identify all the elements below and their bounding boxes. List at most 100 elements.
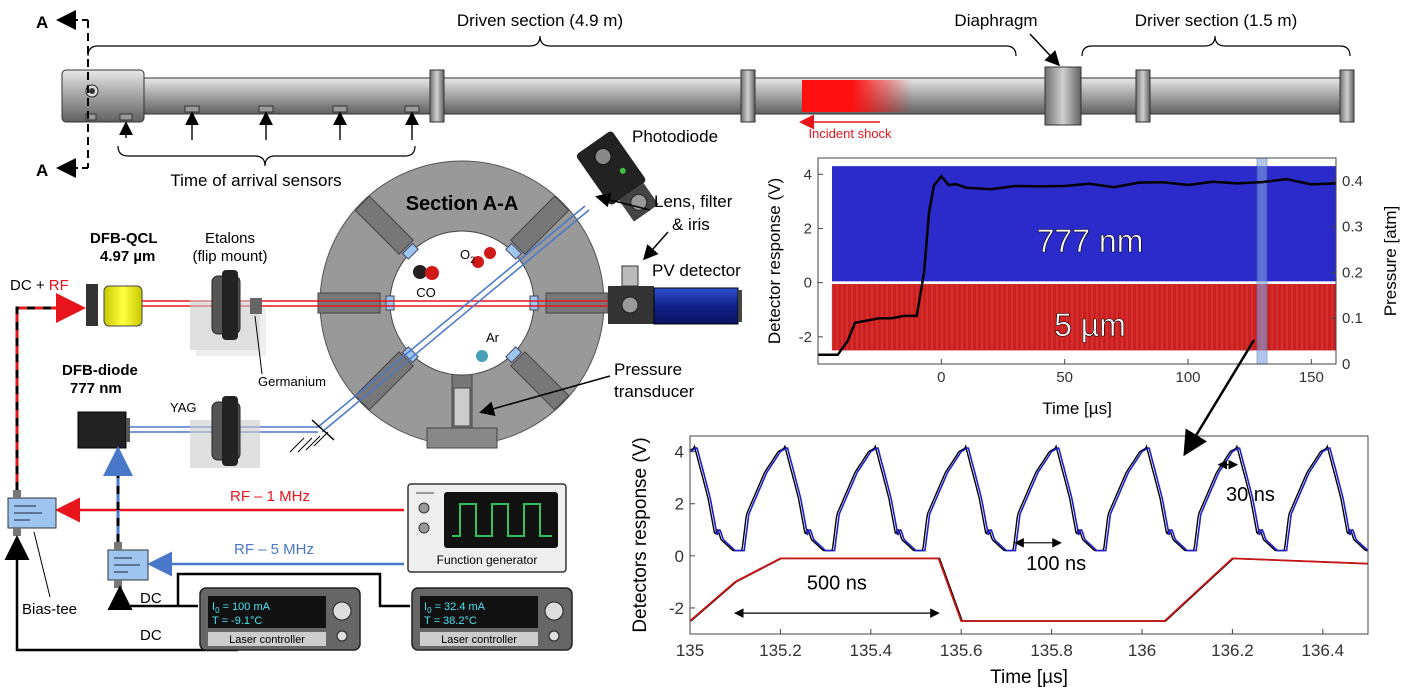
etalons-label-1: Etalons bbox=[205, 230, 255, 247]
controller2-i-val: = 32.4 mA bbox=[432, 601, 486, 613]
dc2-label: DC bbox=[140, 627, 162, 644]
diaphragm-label: Diaphragm bbox=[954, 11, 1037, 30]
blue-trace bbox=[690, 447, 1368, 552]
section-marker-top: A bbox=[36, 13, 48, 32]
species-co: CO bbox=[416, 285, 436, 300]
etalons-label-2: (flip mount) bbox=[192, 248, 267, 265]
controller1-i-val: = 100 mA bbox=[220, 601, 271, 613]
y2-tick-label: 0 bbox=[1342, 356, 1350, 373]
x-tick-label: 136 bbox=[1128, 641, 1156, 660]
y-tick-label: 2 bbox=[675, 495, 684, 514]
bias-tee-label: Bias-tee bbox=[22, 601, 77, 618]
pressure-transducer-label-2: transducer bbox=[614, 382, 695, 401]
x-axis-label: Time [µs] bbox=[990, 667, 1068, 688]
shock-tube bbox=[61, 66, 1355, 126]
dfb-diode-laser bbox=[77, 411, 127, 449]
incident-shock-label: Incident shock bbox=[808, 126, 892, 141]
laser-controller-2 bbox=[411, 587, 573, 651]
driven-section-bracket bbox=[87, 35, 1017, 57]
species-ar: Ar bbox=[486, 330, 500, 345]
x-tick-label: 50 bbox=[1056, 369, 1073, 386]
x-tick-label: 135.8 bbox=[1030, 641, 1073, 660]
y-axis-label: Detectors response (V) bbox=[630, 437, 651, 632]
controller1-i-sub: 0 bbox=[215, 606, 220, 615]
germanium-label: Germanium bbox=[258, 374, 326, 389]
y2-tick-label: 0.4 bbox=[1342, 173, 1363, 190]
annotation-100ns: 100 ns bbox=[1026, 553, 1086, 575]
blue-trace-shadow bbox=[690, 444, 1368, 552]
annotation-30ns: 30 ns bbox=[1226, 484, 1275, 506]
y-axis-label: Detector response (V) bbox=[765, 178, 784, 344]
section-a-a bbox=[317, 160, 609, 449]
svg-text:DC + RF: DC + RF bbox=[10, 277, 69, 294]
dc1-label: DC bbox=[140, 590, 162, 607]
x-tick-label: 135.6 bbox=[940, 641, 983, 660]
y-tick-label: -2 bbox=[669, 599, 684, 618]
chart-zoom-plot-area bbox=[690, 444, 1368, 622]
qcl-wavelength: 4.97 µm bbox=[100, 248, 155, 265]
controller1-name: Laser controller bbox=[229, 634, 305, 646]
controller2-i: I bbox=[424, 601, 427, 613]
rf1-label: RF – 1 MHz bbox=[230, 488, 310, 505]
y2-tick-label: 0.3 bbox=[1342, 219, 1363, 236]
y-tick-label: 0 bbox=[675, 547, 684, 566]
zoom-highlight bbox=[1256, 157, 1268, 365]
qcl-mount bbox=[86, 284, 98, 326]
rf5-label: RF – 5 MHz bbox=[234, 541, 314, 558]
chart-zoom: 135 135.2 135.4 135.6 135.8 136 136.2 136.4 -2 0 2… bbox=[630, 435, 1369, 688]
annotation-500ns: 500 ns bbox=[807, 573, 867, 595]
y2-tick-label: 0.1 bbox=[1342, 310, 1363, 327]
species-o2: O bbox=[460, 247, 470, 262]
diode-name: DFB-diode bbox=[62, 362, 138, 379]
pv-detector bbox=[608, 265, 742, 325]
y-tick-label: 4 bbox=[804, 166, 812, 183]
chart-overview-frame bbox=[817, 157, 1337, 365]
x-tick-label: 100 bbox=[1175, 369, 1200, 386]
x-tick-label: 136.4 bbox=[1302, 641, 1345, 660]
etalon-mount-top bbox=[190, 270, 266, 356]
controller1-t: T = -9.1°C bbox=[212, 615, 262, 627]
pressure-transducer-label-1: Pressure bbox=[614, 360, 682, 379]
yag-label: YAG bbox=[170, 400, 197, 415]
function-generator-label: Function generator bbox=[437, 553, 538, 567]
section-title: Section A-A bbox=[406, 193, 519, 215]
controller2-t: T = 38.2°C bbox=[424, 615, 477, 627]
svg-text:O2: O2 bbox=[460, 247, 475, 265]
y2-tick-label: 0.2 bbox=[1342, 264, 1363, 281]
pv-detector-label: PV detector bbox=[652, 261, 741, 280]
y-tick-label: 0 bbox=[804, 275, 812, 292]
driven-section-label: Driven section (4.9 m) bbox=[457, 11, 623, 30]
band-label-5um: 5 µm bbox=[1054, 307, 1126, 343]
diode-wavelength: 777 nm bbox=[70, 380, 122, 397]
dc-rf-rf: RF bbox=[49, 277, 69, 294]
driver-section-label: Driver section (1.5 m) bbox=[1135, 11, 1297, 30]
x-tick-label: 135.4 bbox=[850, 641, 893, 660]
chart-zoom-frame bbox=[689, 435, 1369, 635]
controller2-name: Laser controller bbox=[441, 634, 517, 646]
toa-sensor-arrows bbox=[119, 111, 419, 140]
toa-label: Time of arrival sensors bbox=[170, 171, 341, 190]
pressure-trace bbox=[818, 174, 1337, 357]
photodiode-label: Photodiode bbox=[632, 127, 718, 146]
lens-label-2: & iris bbox=[672, 215, 710, 234]
x-tick-label: 135.2 bbox=[759, 641, 802, 660]
section-marker-bottom: A bbox=[36, 161, 48, 180]
bias-tee-qcl bbox=[7, 490, 57, 536]
dc-rf-dc: DC + bbox=[10, 277, 49, 294]
qcl-name: DFB-QCL bbox=[90, 230, 158, 247]
lens-label-1: Lens, filter bbox=[654, 192, 733, 211]
etalon-mount-bottom bbox=[190, 396, 260, 468]
red-trace bbox=[690, 557, 1368, 622]
x-tick-label: 135 bbox=[676, 641, 704, 660]
zoom-connector-arrow bbox=[1183, 339, 1256, 457]
x-tick-label: 0 bbox=[937, 369, 945, 386]
x-tick-label: 136.2 bbox=[1211, 641, 1254, 660]
y-tick-label: 2 bbox=[804, 220, 812, 237]
x-tick-label: 150 bbox=[1299, 369, 1324, 386]
x-axis-label: Time [µs] bbox=[1042, 399, 1112, 418]
svg-text:I0 = 32.4 mA: I0 = 32.4 mA bbox=[424, 601, 486, 615]
controller1-i: I bbox=[212, 601, 215, 613]
y2-axis-label: Pressure [atm] bbox=[1381, 206, 1400, 317]
